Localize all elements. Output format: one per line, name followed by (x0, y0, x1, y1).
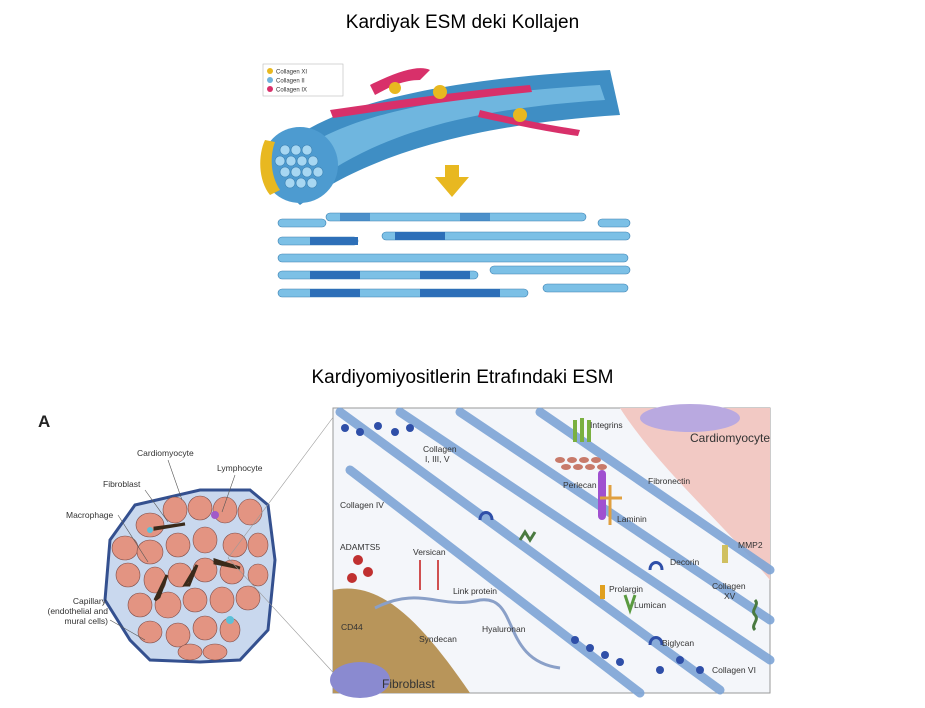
label-lumican: Lumican (634, 600, 666, 610)
tissue-callouts (109, 407, 341, 681)
collagen-molecule-rows (277, 212, 631, 298)
label-syndecan: Syndecan (419, 634, 457, 644)
label-laminin: Laminin (617, 514, 647, 524)
label-collagen-xv: Collagen (712, 581, 746, 591)
label-capillary-detail-2: mural cells) (65, 616, 109, 626)
label-adamts5: ADAMTS5 (340, 542, 380, 552)
label-ecm-cardiomyocyte: Cardiomyocyte (690, 431, 770, 445)
label-mmp2: MMP2 (738, 540, 763, 550)
legend-collagen-ii: Collagen II (276, 79, 305, 85)
label-fibronectin: Fibronectin (648, 476, 690, 486)
collagen-title: Kardiyak ESM deki Kollajen (345, 12, 580, 33)
label-ecm-fibroblast: Fibroblast (382, 677, 435, 691)
label-collagen-i-iii-v: Collagen (423, 444, 457, 454)
label-perlecan: Perlecan (563, 480, 597, 490)
label-versican: Versican (413, 547, 446, 557)
label-collagen-vi: Collagen VI (712, 665, 756, 675)
collagen-legend: Collagen XI Collagen II Collagen IX (262, 63, 344, 97)
label-integrins: Integrins (590, 420, 623, 430)
label-hyaluronan: Hyaluronan (482, 624, 526, 634)
label-lymphocyte: Lymphocyte (217, 463, 263, 473)
label-fibroblast: Fibroblast (103, 479, 141, 489)
tissue-cross-section (103, 488, 277, 664)
down-arrow-icon (435, 165, 469, 197)
ecm-title: Kardiyomiyositlerin Etrafındaki ESM (311, 367, 614, 388)
label-biglycan: Biglycan (662, 638, 694, 648)
collagen-fibril-illustration (260, 68, 620, 205)
label-capillary: Capillary (73, 596, 107, 606)
ecm-detail-panel (330, 404, 775, 698)
label-link-protein: Link protein (453, 586, 497, 596)
label-collagen-i-iii-v-types: I, III, V (425, 454, 450, 464)
label-cd44: CD44 (341, 622, 363, 632)
label-prolargin: Prolargin (609, 584, 643, 594)
ecm-labels: Integrins Cardiomyocyte Collagen I, III,… (340, 420, 770, 691)
legend-collagen-ix: Collagen IX (276, 88, 307, 94)
label-collagen-iv: Collagen IV (340, 500, 384, 510)
label-capillary-detail: (endothelial and (48, 606, 109, 616)
label-cardiomyocyte: Cardiomyocyte (137, 448, 194, 458)
panel-letter: A (38, 412, 50, 431)
legend-collagen-xi: Collagen XI (276, 70, 307, 76)
label-macrophage: Macrophage (66, 510, 114, 520)
label-decorin: Decorin (670, 557, 700, 567)
label-collagen-xv-type: XV (724, 591, 736, 601)
